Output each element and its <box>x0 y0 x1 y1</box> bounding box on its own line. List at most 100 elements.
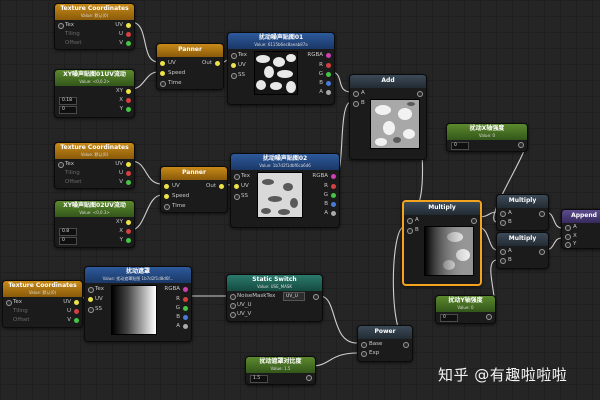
output-pin[interactable] <box>417 91 423 97</box>
node-header[interactable]: Power <box>358 326 412 339</box>
output-pin[interactable] <box>183 287 188 292</box>
output-pin[interactable] <box>326 81 331 86</box>
value-field[interactable]: 0 <box>440 314 458 322</box>
input-pin[interactable] <box>565 225 571 231</box>
input-pin[interactable] <box>160 61 165 66</box>
panner-node[interactable]: Panner UV Speed Time Out <box>160 166 228 213</box>
input-pin[interactable] <box>500 258 506 264</box>
scalar-parameter-node[interactable]: 扰动Y轴强度 Value: 0 0 <box>435 295 496 324</box>
multiply-node[interactable]: Multiply A B <box>496 232 549 269</box>
output-pin[interactable] <box>326 53 331 58</box>
node-header[interactable]: Static Switch Value: USE_MASK <box>227 275 322 291</box>
node-header[interactable]: Multiply <box>497 233 548 246</box>
output-pin[interactable] <box>126 229 131 234</box>
output-pin[interactable] <box>219 184 224 189</box>
input-pin[interactable] <box>234 174 240 180</box>
output-pin[interactable] <box>126 41 131 46</box>
input-pin[interactable] <box>500 249 506 255</box>
output-pin[interactable] <box>518 142 524 148</box>
output-pin[interactable] <box>183 324 188 329</box>
node-header[interactable]: XY噪声贴图02UV流动 Value: <0,0.3> <box>55 201 134 217</box>
y-value-field[interactable]: 0 <box>59 106 77 114</box>
input-pin[interactable] <box>58 162 64 168</box>
input-pin[interactable] <box>231 73 237 79</box>
output-pin[interactable] <box>183 306 188 311</box>
node-header[interactable]: 扰动X轴强度 Value: 0 <box>447 124 527 140</box>
output-pin[interactable] <box>74 318 79 323</box>
output-pin[interactable] <box>126 180 131 185</box>
input-pin[interactable] <box>160 71 165 76</box>
node-header[interactable]: Add <box>350 75 426 88</box>
node-header[interactable]: Multiply <box>404 202 480 215</box>
input-pin[interactable] <box>500 211 506 217</box>
append-node[interactable]: Append A X Y <box>561 209 600 249</box>
node-header[interactable]: Multiply <box>497 195 548 208</box>
input-pin[interactable] <box>234 194 240 200</box>
texture-coordinates-node[interactable]: Texture Coordinates Value: 默认(0) Tex Til… <box>54 3 135 50</box>
node-header[interactable]: Panner <box>161 167 227 180</box>
node-header[interactable]: 扰动遮罩对比度 Value: 1.5 <box>246 357 315 373</box>
add-node[interactable]: Add A B <box>349 74 427 160</box>
output-pin[interactable] <box>326 63 331 68</box>
input-pin[interactable] <box>164 184 169 189</box>
node-header[interactable]: Texture Coordinates Value: 默认(0) <box>3 281 82 297</box>
texture-sample-node[interactable]: 扰动遮罩 Value: 扰动遮罩贴图 1b7d2f1d8d6f... Tex U… <box>84 266 192 342</box>
input-pin[interactable] <box>353 91 359 97</box>
node-header[interactable]: Texture Coordinates Value: 默认(0) <box>55 143 134 159</box>
texture-sample-node[interactable]: 扰动噪声贴图02 Value: 1b7d2f1dbf6ca6d6 Tex UV … <box>230 153 340 228</box>
output-pin[interactable] <box>306 375 312 381</box>
texture-sample-node[interactable]: 扰动噪声贴图01 Value: 6115b6ec8aeab87a Tex UV … <box>227 32 335 105</box>
scalar-parameter-node[interactable]: 扰动遮罩对比度 Value: 1.5 1.5 <box>245 356 316 385</box>
texture-coordinates-node[interactable]: Texture Coordinates Value: 默认(0) Tex Til… <box>2 280 83 328</box>
node-header[interactable]: 扰动噪声贴图01 Value: 6115b6ec8aeab87a <box>228 33 334 49</box>
panner-node[interactable]: Panner UV Speed Time Out <box>156 43 224 90</box>
x-value-field[interactable]: 0.18 <box>59 97 77 105</box>
output-pin[interactable] <box>313 294 319 300</box>
input-pin[interactable] <box>361 342 367 348</box>
output-pin[interactable] <box>326 72 331 77</box>
value-field[interactable]: 0 <box>451 142 469 150</box>
input-pin[interactable] <box>88 287 94 293</box>
output-pin[interactable] <box>126 98 131 103</box>
input-pin[interactable] <box>231 53 237 59</box>
y-value-field[interactable]: 0 <box>59 237 77 245</box>
input-pin[interactable] <box>353 101 359 107</box>
scalar-parameter-node[interactable]: 扰动X轴强度 Value: 0 0 <box>446 123 528 152</box>
input-pin[interactable] <box>160 81 166 87</box>
node-header[interactable]: Append <box>562 210 600 223</box>
input-pin[interactable] <box>230 303 236 309</box>
input-pin[interactable] <box>230 312 236 318</box>
x-value-field[interactable]: 0.8 <box>59 228 77 236</box>
input-pin[interactable] <box>565 234 571 240</box>
node-header[interactable]: 扰动Y轴强度 Value: 0 <box>436 296 495 312</box>
input-pin[interactable] <box>361 351 367 357</box>
input-pin[interactable] <box>88 307 94 313</box>
value-field[interactable]: 1.5 <box>250 375 268 383</box>
input-pin[interactable] <box>164 204 170 210</box>
input-pin[interactable] <box>565 242 571 248</box>
power-node[interactable]: Power Base Exp <box>357 325 413 362</box>
output-pin[interactable] <box>471 218 477 224</box>
node-header[interactable]: 扰动噪声贴图02 Value: 1b7d2f1dbf6ca6d6 <box>231 154 339 170</box>
output-pin[interactable] <box>486 314 492 320</box>
output-pin[interactable] <box>126 220 131 225</box>
output-pin[interactable] <box>326 90 331 95</box>
output-pin[interactable] <box>331 174 336 179</box>
multiply-node[interactable]: Multiply A B <box>496 194 549 231</box>
output-pin[interactable] <box>403 342 409 348</box>
input-pin[interactable] <box>88 297 93 302</box>
output-pin[interactable] <box>126 32 131 37</box>
output-pin[interactable] <box>126 107 131 112</box>
input-pin[interactable] <box>234 184 239 189</box>
switch-dropdown[interactable]: UV_U <box>283 292 305 301</box>
input-pin[interactable] <box>164 194 169 199</box>
input-pin[interactable] <box>407 228 413 234</box>
output-pin[interactable] <box>539 249 545 255</box>
input-pin[interactable] <box>407 218 413 224</box>
input-pin[interactable] <box>230 294 236 300</box>
input-pin[interactable] <box>58 23 64 29</box>
node-header[interactable]: XY噪声贴图01UV流动 Value: <0,0.2> <box>55 70 134 86</box>
vector-parameter-node[interactable]: XY噪声贴图01UV流动 Value: <0,0.2> XY X Y 0.18 … <box>54 69 135 118</box>
output-pin[interactable] <box>331 184 336 189</box>
